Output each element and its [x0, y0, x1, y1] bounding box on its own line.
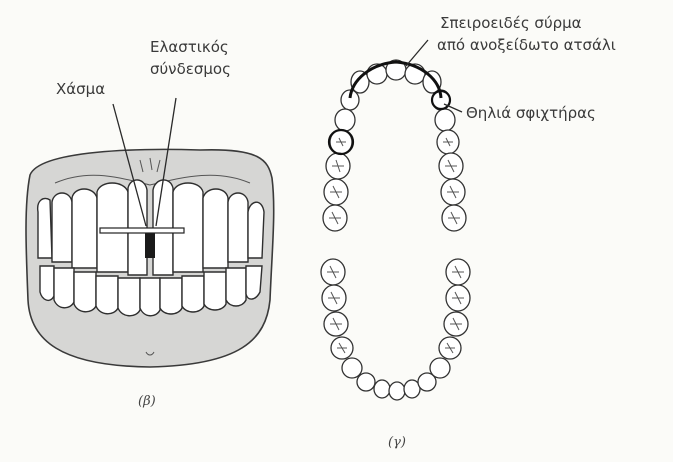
frontal-teeth-figure: Χάσμα Ελαστικός σύνδεσμος (β)	[26, 38, 274, 409]
wire-label-line2: από ανοξείδωτο ατσάλι	[437, 36, 616, 54]
upper-arch	[323, 60, 466, 231]
wire-label-line1: Σπειροειδές σύρμα	[440, 14, 582, 32]
ligature-label-line1: Ελαστικός	[150, 38, 229, 56]
wire-leader-line	[406, 40, 428, 66]
caption-c: (γ)	[388, 435, 406, 450]
gap-label: Χάσμα	[56, 80, 105, 98]
clamp-label: Θηλιά σφιχτήρας	[466, 104, 596, 122]
elastic-ligature-band	[100, 228, 184, 233]
caption-b: (β)	[138, 394, 156, 409]
occlusal-arch-figure: Σπειροειδές σύρμα από ανοξείδωτο ατσάλι …	[321, 14, 616, 450]
lower-arch	[321, 259, 470, 400]
ligature-label-line2: σύνδεσμος	[150, 60, 231, 78]
